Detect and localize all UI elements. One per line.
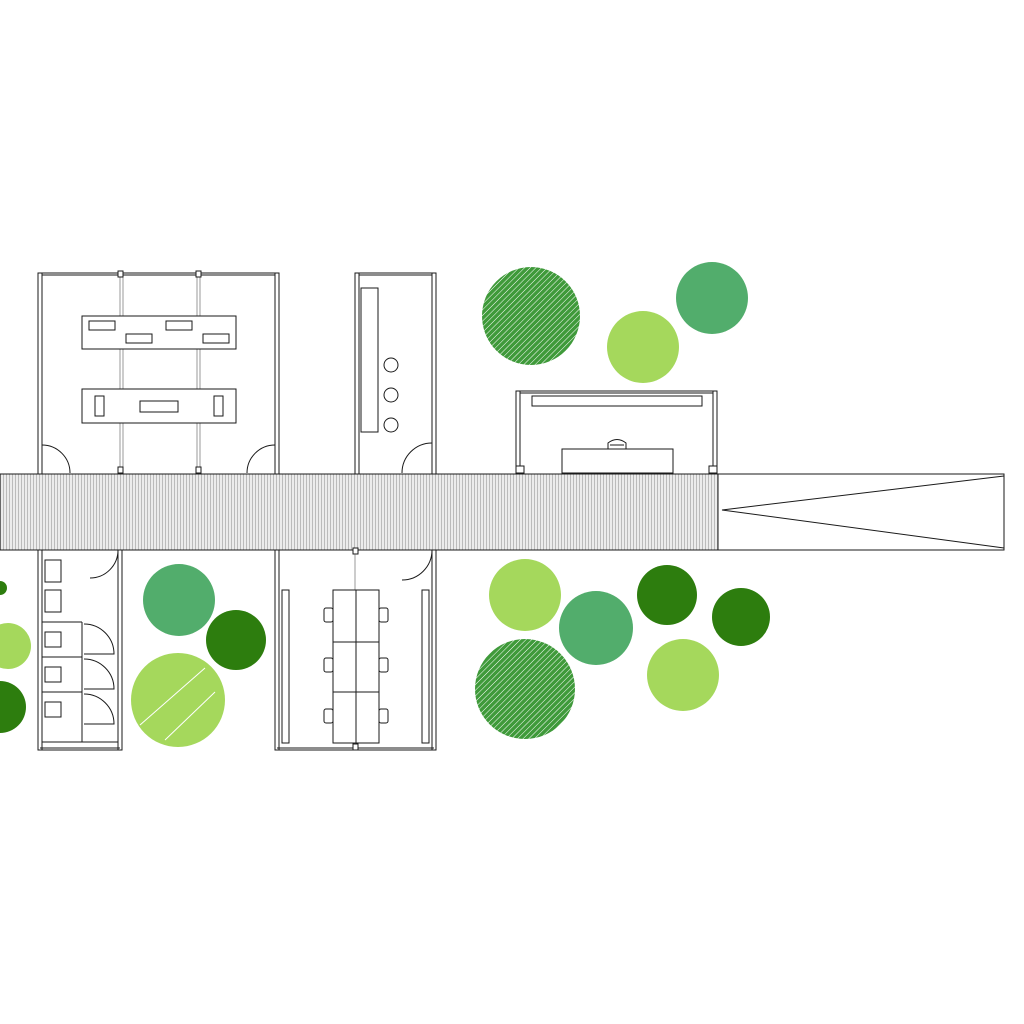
counter <box>360 287 379 433</box>
desk-chairs <box>323 607 389 724</box>
tree-canopy-light <box>0 623 31 669</box>
shelf <box>531 395 703 407</box>
side-shelf <box>421 589 430 744</box>
tree-canopy-light <box>647 639 719 711</box>
monitor <box>139 400 179 413</box>
toilet <box>44 666 62 683</box>
monitor <box>202 333 230 344</box>
door-swing <box>83 623 115 655</box>
meeting-room-module <box>37 270 280 475</box>
tree-canopy-dark <box>712 588 770 646</box>
tree-canopy-medium <box>676 262 748 334</box>
monitor <box>213 395 224 417</box>
tree-canopy-light <box>489 559 561 631</box>
tree-canopy-dark <box>0 581 7 595</box>
monitor <box>88 320 116 331</box>
door-swing <box>89 549 119 579</box>
door-swing <box>246 444 276 474</box>
workspace-module <box>274 547 437 751</box>
tree-canopy-dark <box>206 610 266 670</box>
stool <box>383 357 399 373</box>
door-swing <box>41 444 71 474</box>
tree-canopy-dark-hatched <box>482 267 580 365</box>
monitor <box>125 333 153 344</box>
toilet <box>44 631 62 648</box>
tree-canopy-medium <box>559 591 633 665</box>
door-swing <box>83 693 115 725</box>
stool <box>383 417 399 433</box>
tree-canopy-light-highlight <box>164 691 216 741</box>
storage-module <box>354 272 437 475</box>
tree-canopy-light-highlight <box>139 667 206 726</box>
tree-canopy-medium <box>143 564 215 636</box>
entrance-ramp <box>717 473 1005 551</box>
covered-walkway <box>0 473 719 551</box>
office-chair <box>607 439 627 450</box>
door-swing <box>401 442 433 474</box>
tree-canopy-dark <box>0 681 26 733</box>
tree-canopy-dark-hatched <box>475 639 575 739</box>
trees-south <box>0 559 770 747</box>
stool <box>383 387 399 403</box>
tree-canopy-light <box>131 653 225 747</box>
trees-north <box>482 262 748 383</box>
sink <box>44 589 62 613</box>
reception-desk <box>561 448 674 474</box>
restroom-module <box>37 549 123 751</box>
toilet <box>44 701 62 718</box>
monitor <box>94 395 105 417</box>
door-swing <box>401 549 433 581</box>
reception-module <box>515 390 718 475</box>
tree-canopy-light <box>607 311 679 383</box>
side-shelf <box>281 589 290 744</box>
tree-canopy-dark <box>637 565 697 625</box>
sink <box>44 559 62 583</box>
door-swing <box>83 658 115 690</box>
monitor <box>165 320 193 331</box>
